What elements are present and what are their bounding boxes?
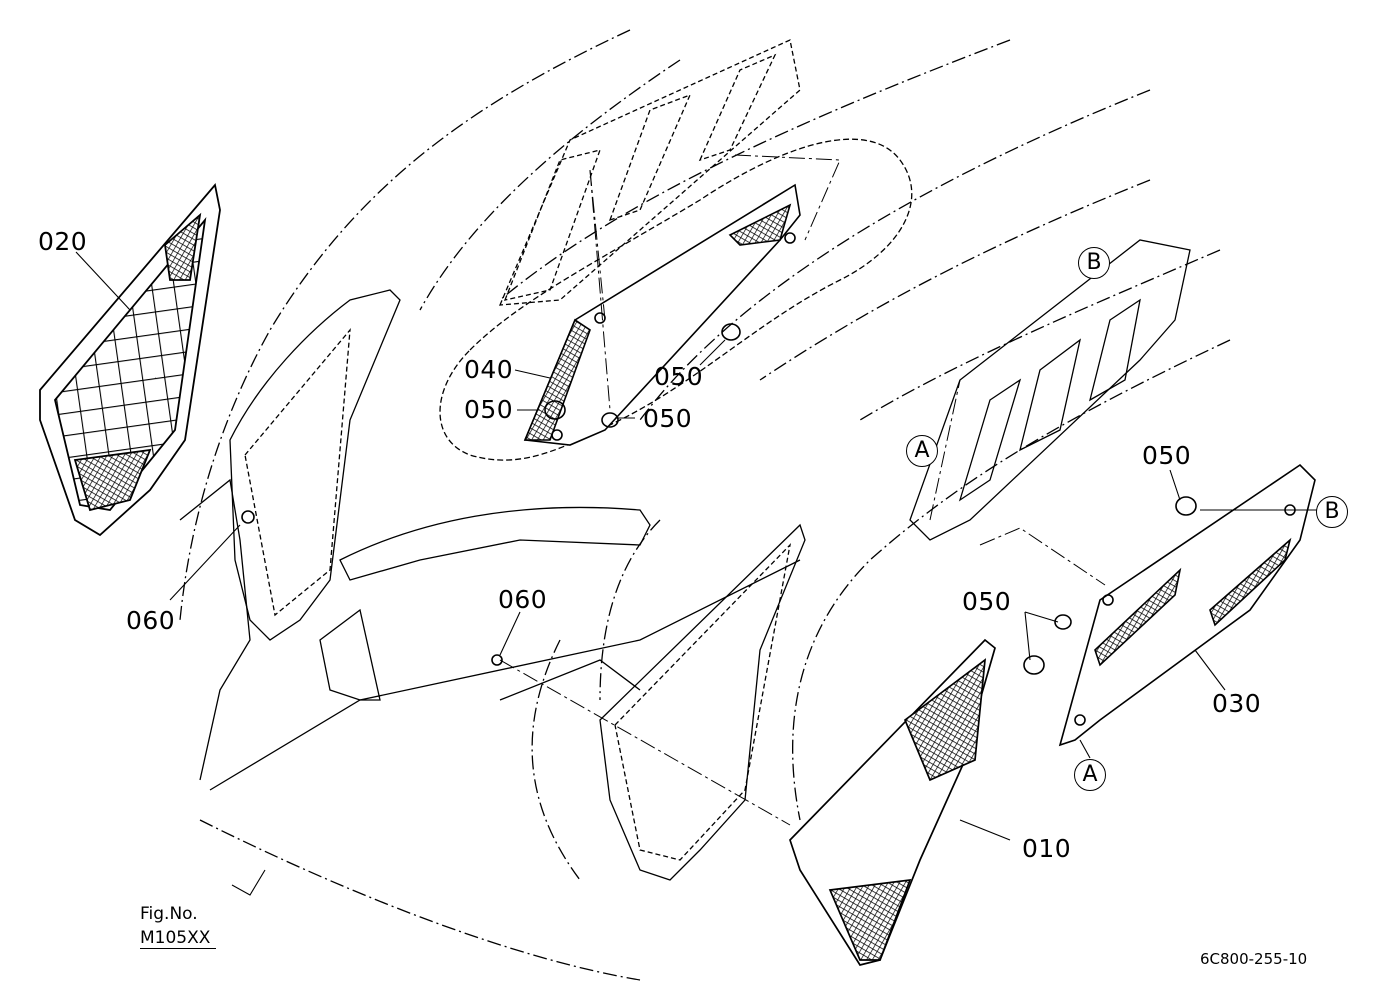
panel-030: [1058, 463, 1316, 747]
document-number: 6C800-255-10: [1200, 950, 1308, 968]
part-label-040: 040: [464, 355, 514, 384]
left-side-panel: [179, 289, 801, 791]
right-upper-vent: [909, 239, 1191, 541]
part-label-050-d: 050: [1142, 441, 1192, 470]
panel-zone-outline: [439, 138, 913, 461]
nose-panel: [339, 506, 651, 581]
figure-label: Fig.No.: [140, 904, 198, 924]
leader-lines: [75, 251, 1318, 896]
part-label-050-b: 050: [464, 395, 514, 424]
ref-circle-b-top: B: [1078, 247, 1110, 279]
part-label-020: 020: [38, 227, 88, 256]
part-label-050-a: 050: [654, 362, 704, 391]
figure-number: M105XX: [140, 928, 217, 949]
bonnet-outline: [179, 29, 1231, 981]
middle-side-panel: [499, 523, 806, 881]
ref-circle-a-right: A: [1074, 759, 1106, 791]
part-label-050-c: 050: [643, 404, 693, 433]
ref-circle-b-right: B: [1316, 496, 1348, 528]
fasteners: [241, 323, 1197, 675]
part-label-050-e: 050: [962, 587, 1012, 616]
part-label-030: 030: [1212, 689, 1262, 718]
panel-010: [789, 638, 996, 966]
upper-vent-outline: [498, 39, 801, 306]
part-label-060-a: 060: [126, 606, 176, 635]
ref-circle-a-left: A: [906, 435, 938, 467]
part-label-060-b: 060: [498, 585, 548, 614]
panel-040: [523, 183, 801, 446]
grille-020: [39, 183, 221, 537]
alignment-lines: [499, 154, 1106, 826]
part-label-010: 010: [1022, 834, 1072, 863]
